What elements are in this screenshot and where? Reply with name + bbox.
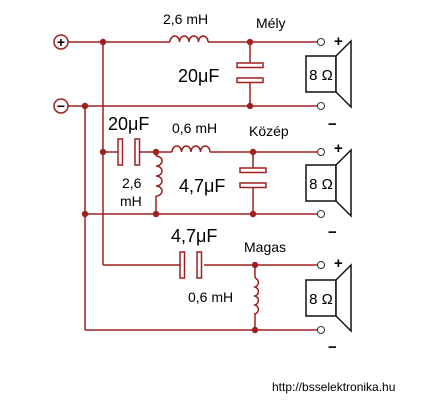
speaker-magas-impedance: 8 Ω bbox=[309, 291, 333, 308]
speaker-magas-cone bbox=[335, 263, 352, 333]
kozep-shunt-inductor-unit: mH bbox=[120, 193, 142, 209]
kozep-plus-sign: + bbox=[334, 140, 343, 157]
magas-inductor-label: 0,6 mH bbox=[188, 289, 233, 305]
component-labels: 2,6 mH Mély 20μF 20μF 0,6 mH Közép 2,6 m… bbox=[108, 11, 289, 305]
magas-title: Magas bbox=[244, 239, 286, 255]
speaker-mely: 8 Ω bbox=[305, 39, 352, 109]
magas-shunt-inductor bbox=[253, 277, 260, 315]
input-minus-label: − bbox=[57, 98, 65, 114]
mely-capacitor-label: 20μF bbox=[178, 66, 219, 86]
magas-plus-sign: + bbox=[334, 255, 343, 272]
mely-plus-sign: + bbox=[334, 33, 343, 50]
input-plus-terminal: + bbox=[53, 34, 69, 50]
magas-minus-sign: − bbox=[328, 339, 337, 356]
speaker-kozep: 8 Ω bbox=[305, 148, 352, 218]
output-terminals bbox=[317, 38, 325, 334]
kozep-minus-sign: − bbox=[328, 224, 337, 241]
mely-minus-sign: − bbox=[328, 116, 337, 133]
speaker-mely-cone bbox=[335, 39, 352, 109]
kozep-series-inductor-label: 0,6 mH bbox=[172, 120, 217, 136]
kozep-shunt-capacitor bbox=[239, 167, 267, 189]
speaker-magas-body bbox=[305, 279, 337, 317]
kozep-shunt-inductor-value: 2,6 bbox=[122, 175, 142, 191]
magas-series-capacitor bbox=[179, 251, 203, 279]
kozep-title: Közép bbox=[249, 123, 289, 139]
input-plus-label: + bbox=[57, 34, 65, 50]
magas-capacitor-label: 4,7μF bbox=[171, 226, 217, 246]
kozep-series-inductor bbox=[171, 145, 211, 153]
speaker-kozep-cone bbox=[335, 148, 352, 218]
input-minus-terminal: − bbox=[53, 98, 69, 114]
junction-dots bbox=[81, 38, 259, 334]
mely-inductor bbox=[169, 35, 209, 43]
mely-inductor-label: 2,6 mH bbox=[163, 11, 208, 27]
speaker-mely-body bbox=[305, 55, 337, 93]
speaker-kozep-body bbox=[305, 164, 337, 202]
polarity-signs: + − + − + − bbox=[328, 33, 343, 356]
kozep-shunt-inductor bbox=[155, 155, 163, 197]
kozep-series-capacitor bbox=[117, 138, 141, 166]
mely-title: Mély bbox=[256, 15, 286, 31]
speaker-kozep-impedance: 8 Ω bbox=[309, 176, 333, 193]
kozep-shunt-capacitor-label: 4,7μF bbox=[179, 176, 225, 196]
speaker-magas: 8 Ω bbox=[305, 263, 352, 333]
mely-capacitor bbox=[236, 62, 264, 84]
kozep-series-capacitor-label: 20μF bbox=[108, 114, 149, 134]
footer-url: http://bsselektronika.hu bbox=[272, 380, 395, 394]
speaker-mely-impedance: 8 Ω bbox=[309, 67, 333, 84]
